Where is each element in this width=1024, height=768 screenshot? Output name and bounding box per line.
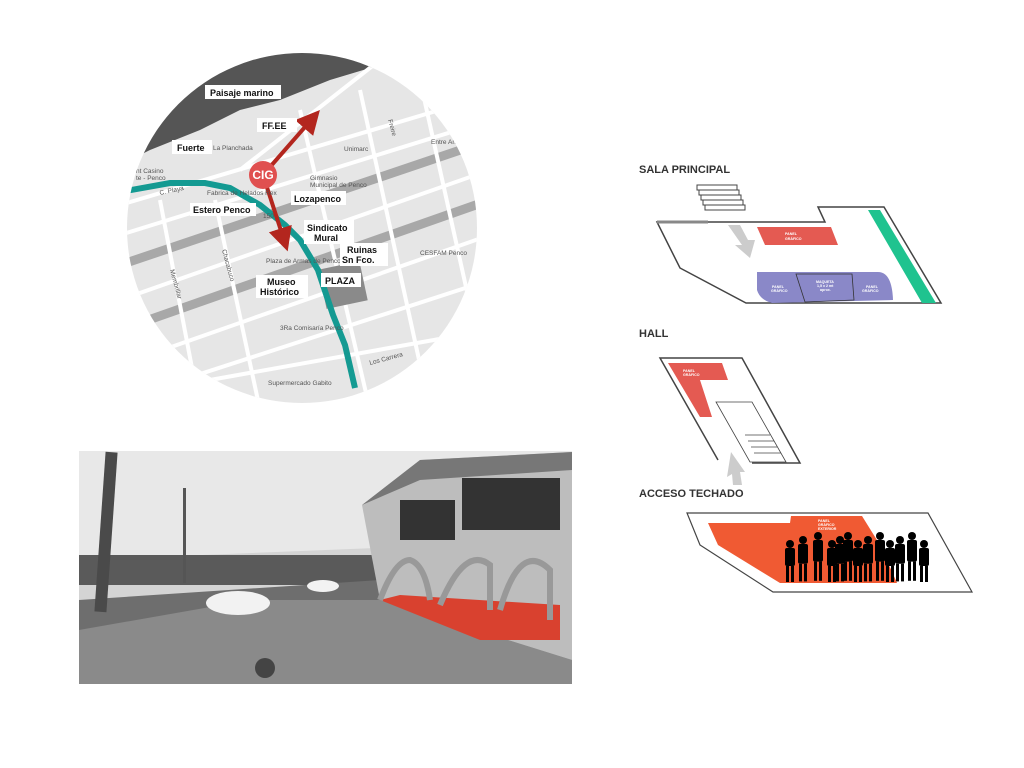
cig-label: CIG bbox=[252, 168, 273, 182]
maqueta-label: aprox. bbox=[820, 288, 831, 292]
people-silhouettes bbox=[785, 532, 929, 582]
place-gimnasio-2: Municipal de Penco bbox=[310, 182, 367, 189]
label-paisaje-marino: Paisaje marino bbox=[210, 88, 274, 98]
panel-label: PANEL bbox=[772, 285, 785, 289]
label-lozapenco: Lozapenco bbox=[294, 194, 342, 204]
label-museo: Museo bbox=[267, 277, 296, 287]
person-silhouette bbox=[785, 540, 795, 582]
panel-label: PANEL bbox=[866, 285, 879, 289]
person-silhouette bbox=[885, 540, 895, 582]
hall-title: HALL bbox=[639, 328, 669, 340]
panel-grafico-hall bbox=[668, 363, 728, 417]
panel-label: GRÁFICO bbox=[818, 522, 835, 527]
panel-label: GRÁFICO bbox=[771, 288, 788, 293]
street-freire: Freire bbox=[386, 119, 397, 138]
panel-label: PANEL bbox=[785, 232, 798, 236]
place-comisaria: 3Ra Comisaría Penco bbox=[280, 325, 344, 332]
map-labels: Paisaje marino FF.EE Fuerte Estero Penco… bbox=[172, 85, 388, 298]
place-supermercado: Supermercado Gabito bbox=[268, 380, 332, 387]
person-silhouette bbox=[907, 532, 917, 581]
label-ruinas: Ruinas bbox=[347, 245, 377, 255]
person-silhouette bbox=[875, 532, 885, 581]
label-historico: Histórico bbox=[260, 287, 300, 297]
person-silhouette bbox=[843, 532, 853, 581]
place-casino-2: te - Penco bbox=[136, 175, 166, 182]
panel-label: EXTERIOR bbox=[818, 527, 837, 531]
place-planchada: La Planchada bbox=[213, 145, 253, 152]
location-map: La Planchada Unimarc Gimnasio Municipal … bbox=[127, 53, 477, 403]
place-plaza-armas: Plaza de Armas de Penco bbox=[266, 258, 341, 265]
panel-label: GRÁFICO bbox=[862, 288, 879, 293]
car bbox=[206, 591, 270, 615]
green-panel bbox=[868, 210, 936, 303]
entry-arrow bbox=[727, 452, 745, 485]
place-casino: nt Casino bbox=[136, 168, 164, 175]
plan-sala-principal: SALA PRINCIPAL PANEL GRÁFICO PANEL GRÁFI… bbox=[639, 164, 943, 304]
panel-label: GRÁFICO bbox=[785, 236, 802, 241]
place-entre-amigos: Entre Am bbox=[431, 139, 458, 146]
person-silhouette bbox=[813, 532, 823, 581]
cig-marker bbox=[249, 161, 277, 189]
maqueta-label: MAQUETA bbox=[816, 280, 834, 284]
acceso-title: ACCESO TECHADO bbox=[639, 488, 744, 500]
maqueta-label: 1,5 x 2 mt bbox=[817, 284, 834, 288]
street-photo bbox=[79, 451, 572, 684]
label-mural: Mural bbox=[314, 233, 338, 243]
panel-grafico-top bbox=[757, 227, 838, 245]
person-silhouette bbox=[895, 536, 905, 582]
panel-label: PANEL bbox=[818, 519, 831, 523]
route-number: 150 bbox=[263, 213, 274, 220]
label-sn-fco: Sn Fco. bbox=[342, 255, 375, 265]
person-silhouette bbox=[853, 540, 863, 582]
place-fabrica: Fabrica de Helados Rex bbox=[207, 190, 277, 197]
person-silhouette bbox=[835, 536, 845, 582]
place-gimnasio: Gimnasio bbox=[310, 175, 338, 182]
panel-maqueta-area bbox=[757, 272, 893, 303]
plan-acceso-techado: ACCESO TECHADO PANEL GRÁFICO EXTERIOR bbox=[639, 488, 974, 593]
person-silhouette bbox=[863, 536, 873, 582]
place-unimarc: Unimarc bbox=[344, 146, 369, 153]
label-ffee: FF.EE bbox=[262, 121, 287, 131]
entry-arrow bbox=[728, 225, 755, 258]
person-silhouette bbox=[827, 540, 837, 582]
place-cesfam: CESFAM Penco bbox=[420, 250, 467, 257]
label-plaza: PLAZA bbox=[325, 276, 355, 286]
label-estero-penco: Estero Penco bbox=[193, 205, 251, 215]
red-floor bbox=[380, 595, 560, 640]
person-silhouette bbox=[919, 540, 929, 582]
label-fuerte: Fuerte bbox=[177, 143, 205, 153]
person-silhouette bbox=[798, 536, 808, 582]
plan-hall: HALL PANEL GRÁFICO bbox=[639, 328, 802, 485]
panel-label: GRÁFICO bbox=[683, 372, 700, 377]
label-sindicato: Sindicato bbox=[307, 223, 348, 233]
panel-label: PANEL bbox=[683, 369, 696, 373]
sala-principal-title: SALA PRINCIPAL bbox=[639, 164, 730, 176]
